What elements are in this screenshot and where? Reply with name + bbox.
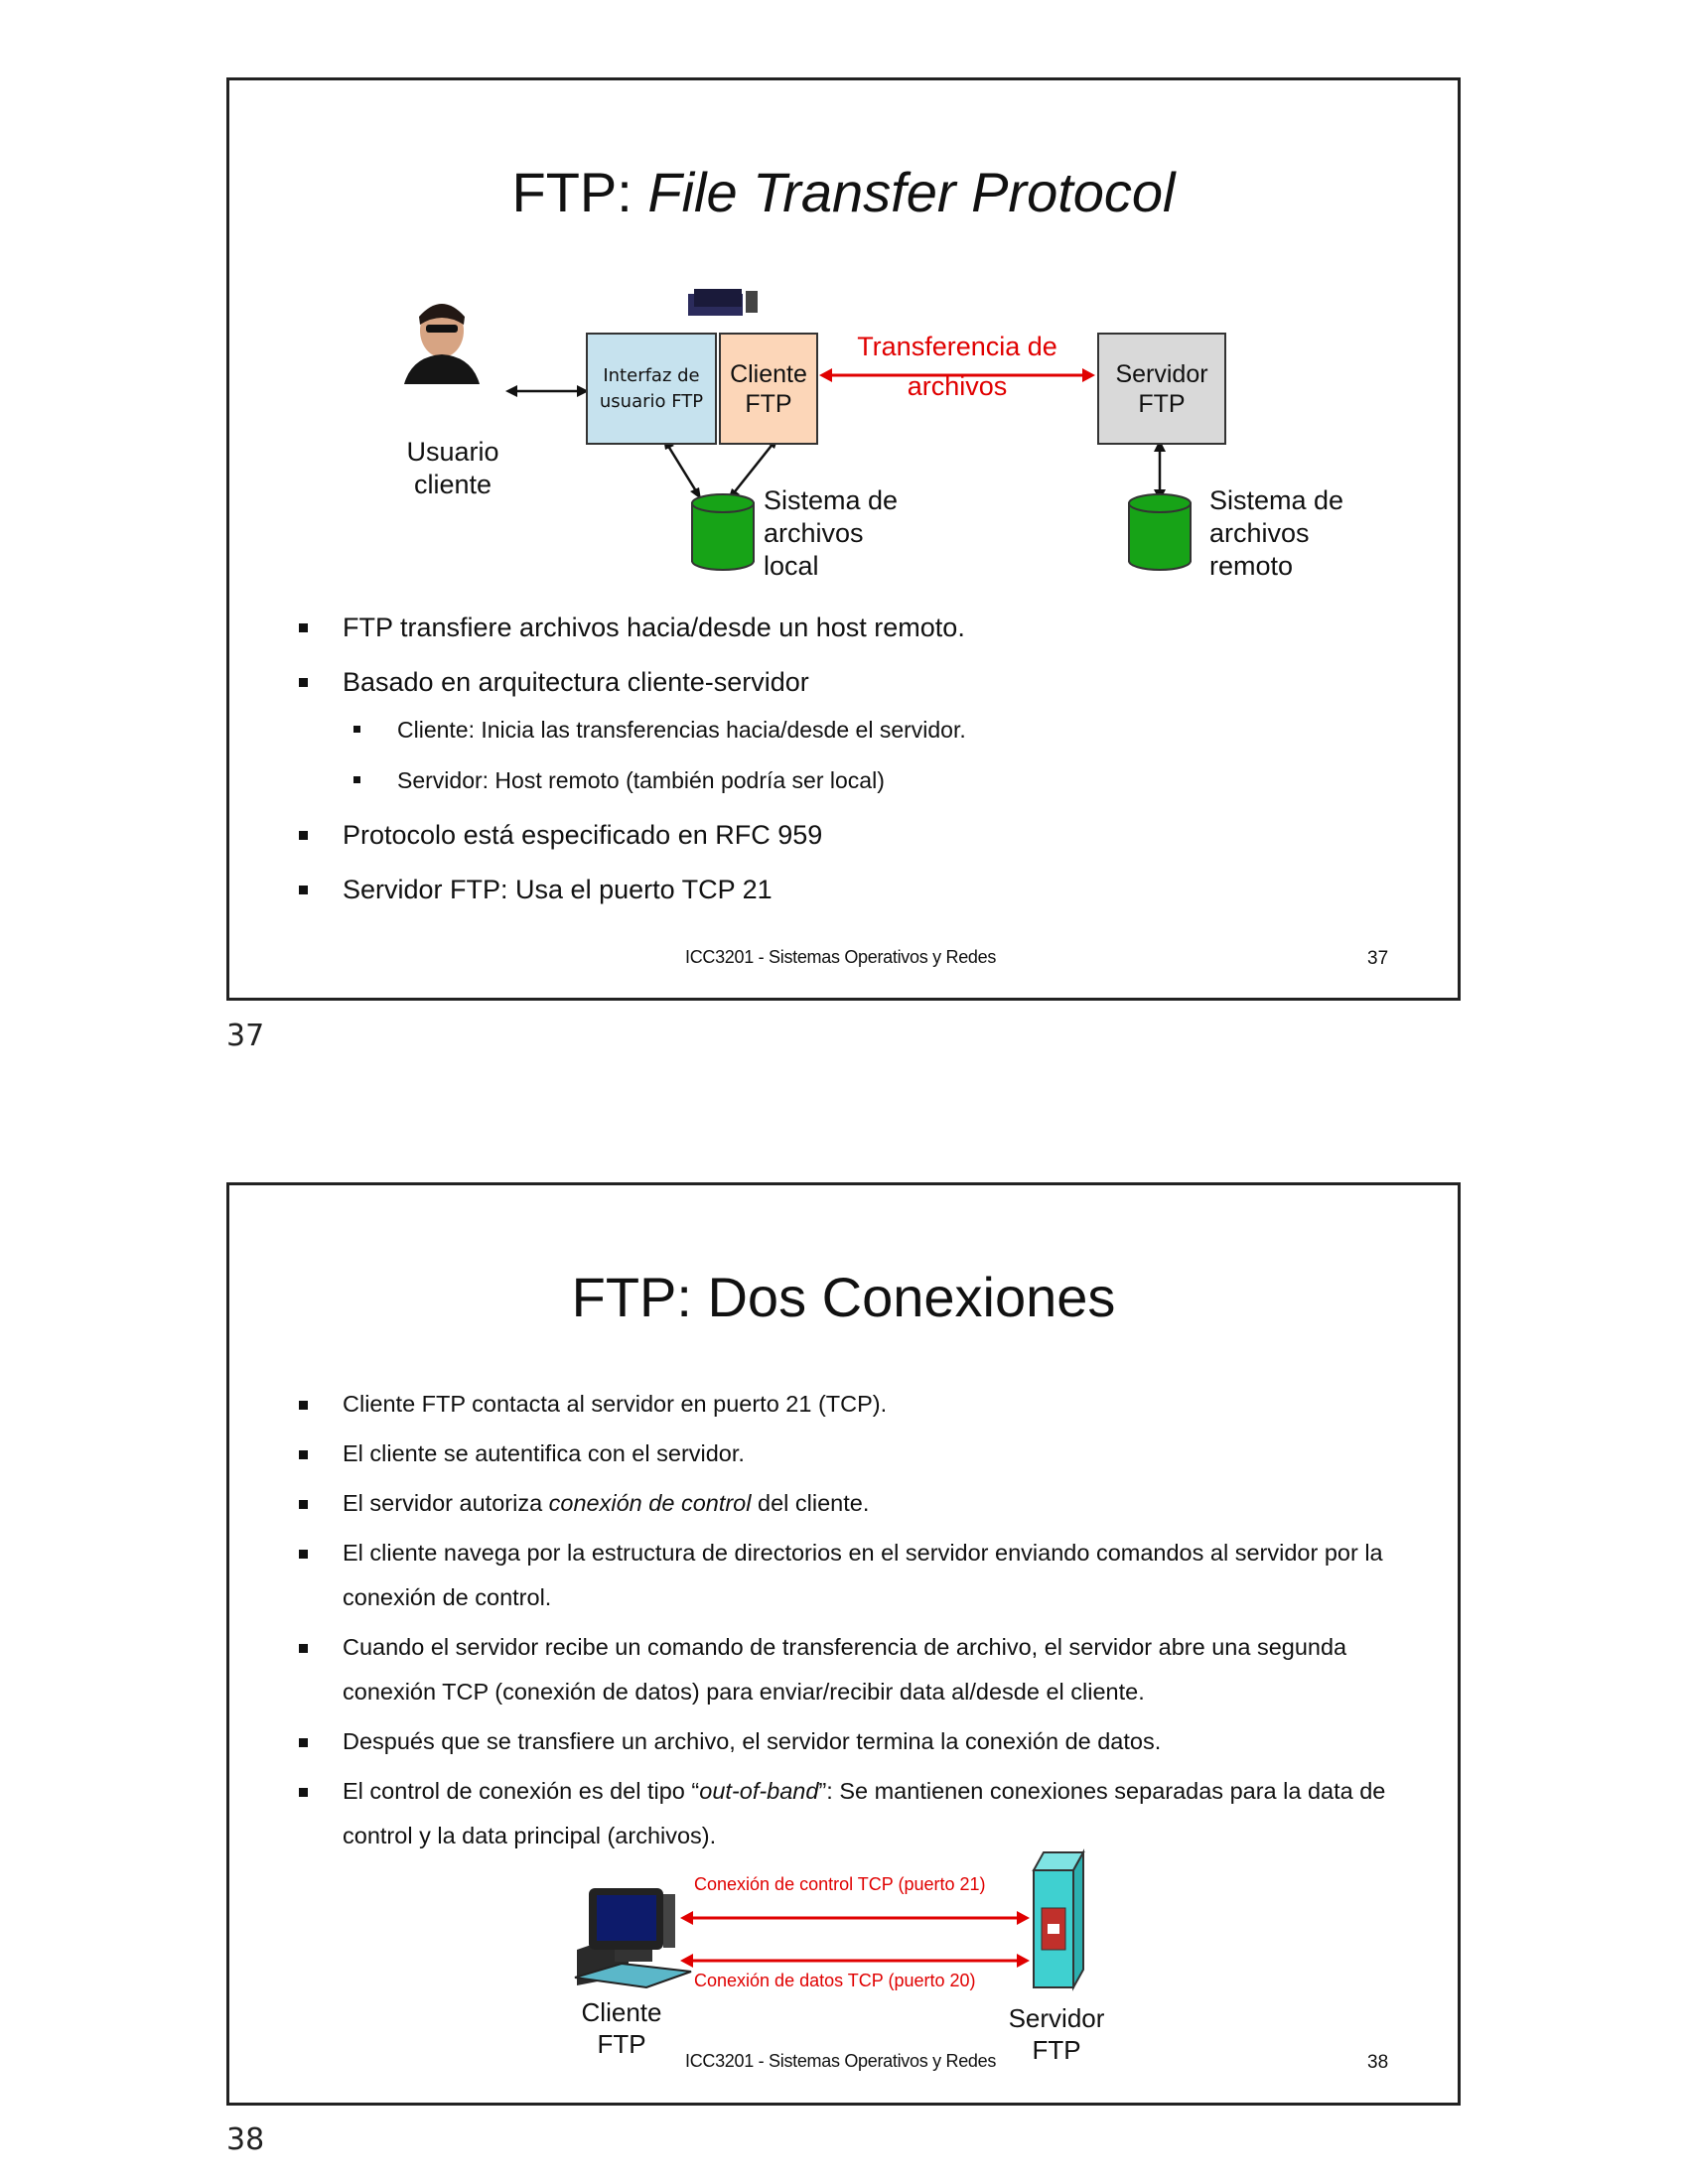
ftp-user-interface-box: Interfaz de usuario FTP [586,333,717,445]
server-label: Servidor FTP [1008,2003,1105,2065]
bullet-square-icon [299,1550,308,1559]
client-computer-icon [688,289,758,316]
bullet-list: Cliente FTP contacta al servidor en puer… [299,1382,1395,1858]
bullet-text: Servidor: Host remoto (también podría se… [397,767,885,793]
bullet-text: Cliente FTP contacta al servidor en puer… [343,1391,888,1417]
client-computer-icon [574,1888,692,1989]
bullet-item: El servidor autoriza conexión de control… [299,1481,1395,1526]
bullet-square-icon [299,1450,308,1459]
bullet-text: Después que se transfiere un archivo, el… [343,1728,1162,1754]
remote-filesystem-icon [1128,493,1192,571]
remote-filesystem-label: Sistema de archivos remoto [1209,485,1344,581]
bullet-square-icon [299,678,308,687]
bullet-square-icon [299,1738,308,1747]
bullet-square-icon [299,831,308,840]
server-tower-icon [1032,1848,1085,1991]
bullet-item: Protocolo está especificado en RFC 959 [299,816,1385,854]
bullet-square-icon [299,1401,308,1410]
bullet-item: El cliente navega por la estructura de d… [299,1531,1395,1620]
local-filesystem-icon [691,493,755,571]
bullet-emphasis: conexión de control [548,1490,752,1516]
transfer-label: Transferencia de archivos [857,332,1057,401]
slide-38: FTP: Dos Conexiones Cliente FTP contacta… [226,1182,1461,2106]
control-connection-label: Conexión de control TCP (puerto 21) [694,1874,986,1894]
bullet-list: FTP transfiere archivos hacia/desde un h… [299,609,1385,908]
client-label: Cliente FTP [581,1997,662,2059]
bullet-text: Cuando el servidor recibe un comando de … [343,1634,1347,1705]
bullet-text: El control de conexión es del tipo “ [343,1778,700,1804]
bullet-text: Cliente: Inicia las transferencias hacia… [397,717,966,743]
bullet-item: FTP transfiere archivos hacia/desde un h… [299,609,1385,646]
bullet-item: Cuando el servidor recibe un comando de … [299,1625,1395,1714]
slide-footer: ICC3201 - Sistemas Operativos y Redes [685,2051,997,2071]
bullet-square-icon [299,886,308,894]
user-label: Usuario cliente [406,437,499,499]
bullet-text: El servidor autoriza [343,1490,549,1516]
bullet-text: FTP transfiere archivos hacia/desde un h… [343,613,965,642]
page-number: 37 [226,1019,265,1053]
bullet-square-icon [299,1500,308,1509]
slide-37: FTP: File Transfer Protocol [226,77,1461,1001]
user-avatar-icon [404,304,499,418]
bullet-item: Servidor FTP: Usa el puerto TCP 21 [299,871,1385,908]
bullet-item: Después que se transfiere un archivo, el… [299,1719,1395,1764]
sub-bullet-item: Cliente: Inicia las transferencias hacia… [353,712,1385,749]
ftp-server-box: Servidor FTP [1097,333,1226,445]
bullet-text: El cliente se autentifica con el servido… [343,1440,745,1466]
client-fs-arrow [731,441,775,496]
slide-number: 37 [1367,948,1389,969]
bullet-square-icon [353,776,360,783]
bullet-item: El cliente se autentifica con el servido… [299,1432,1395,1476]
local-filesystem-label: Sistema de archivos local [764,485,899,581]
bullet-square-icon [299,1644,308,1653]
bullet-text: del cliente. [751,1490,870,1516]
page-number: 38 [226,2122,265,2157]
bullet-square-icon [299,1788,308,1797]
bullet-text: El cliente navega por la estructura de d… [343,1540,1383,1610]
bullet-item: Basado en arquitectura cliente-servidor [299,663,1385,701]
bullet-emphasis: out-of-band [699,1778,819,1804]
slide-title: FTP: Dos Conexiones [571,1266,1116,1328]
bullet-text: Protocolo está especificado en RFC 959 [343,820,823,850]
connections-diagram-graphics [574,1848,1085,1991]
bullet-text: ”: Se mantienen conexiones separadas par… [343,1778,1386,1848]
bullet-item: Cliente FTP contacta al servidor en puer… [299,1382,1395,1427]
ui-fs-arrow [664,442,700,495]
data-connection-label: Conexión de datos TCP (puerto 20) [694,1971,976,1990]
bullet-square-icon [299,623,308,632]
slide-title: FTP: File Transfer Protocol [511,161,1176,223]
bullet-square-icon [353,726,360,733]
bullet-text: Basado en arquitectura cliente-servidor [343,667,809,697]
ftp-client-box: Cliente FTP [719,333,818,445]
bullet-text: Servidor FTP: Usa el puerto TCP 21 [343,875,773,904]
bullet-item: El control de conexión es del tipo “out-… [299,1769,1395,1858]
sub-bullet-item: Servidor: Host remoto (también podría se… [353,762,1385,799]
ftp-diagram-graphics [404,289,1192,571]
slide-number: 38 [1367,2052,1389,2073]
slide-footer: ICC3201 - Sistemas Operativos y Redes [685,947,997,967]
